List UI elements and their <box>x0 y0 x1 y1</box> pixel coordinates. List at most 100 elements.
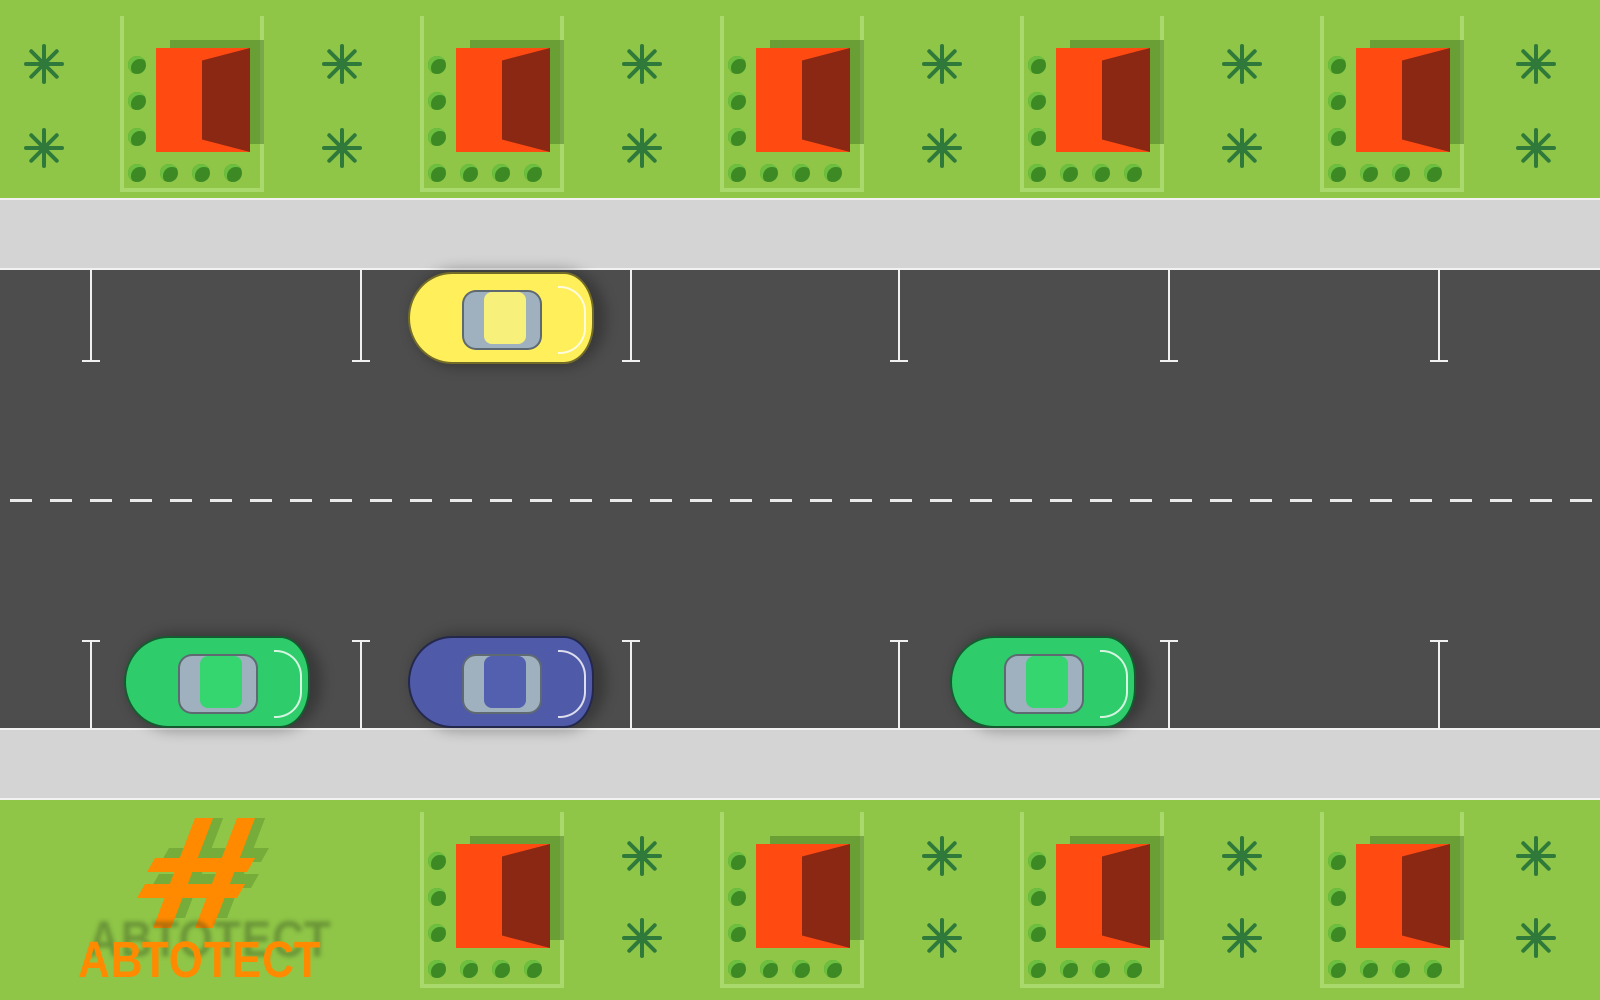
house-roof-icon <box>1056 48 1150 152</box>
bottom-sidewalk <box>0 730 1600 798</box>
center-dash <box>1330 499 1352 502</box>
roof-shade <box>1102 48 1150 152</box>
bush-icon <box>728 960 746 978</box>
center-dash <box>1530 499 1552 502</box>
parking-marker-bottom <box>90 640 92 728</box>
center-dash <box>1450 499 1472 502</box>
bush-icon <box>128 92 146 110</box>
bush-icon <box>1328 56 1346 74</box>
bush-icon <box>428 888 446 906</box>
center-dash <box>1010 499 1032 502</box>
center-dash <box>250 499 272 502</box>
green-car-2 <box>950 632 1148 732</box>
bush-icon <box>1092 960 1110 978</box>
bottom-road-edge <box>0 728 1600 730</box>
center-dash <box>370 499 392 502</box>
center-dash <box>970 499 992 502</box>
center-dash <box>490 499 512 502</box>
bush-icon <box>1328 924 1346 942</box>
center-dash <box>810 499 832 502</box>
bush-icon <box>1028 56 1046 74</box>
bush-icon <box>192 164 210 182</box>
lot-fence <box>420 16 564 192</box>
center-dash <box>210 499 232 502</box>
palm-tree-icon <box>922 44 962 84</box>
bush-icon <box>1028 128 1046 146</box>
bush-icon <box>1028 92 1046 110</box>
top-curb-line <box>0 198 1600 200</box>
house-lot <box>1320 16 1464 196</box>
center-dash <box>730 499 752 502</box>
house-roof-icon <box>1356 844 1450 948</box>
center-dash <box>1090 499 1112 502</box>
roof-shade <box>502 844 550 948</box>
bush-icon <box>728 128 746 146</box>
house-roof-icon <box>756 844 850 948</box>
house-lot <box>1020 812 1164 992</box>
roof-shade <box>1102 844 1150 948</box>
palm-tree-icon <box>24 128 64 168</box>
bush-icon <box>728 888 746 906</box>
bush-icon <box>1328 852 1346 870</box>
bush-icon <box>128 56 146 74</box>
center-dash <box>1570 499 1592 502</box>
house-lot <box>1320 812 1464 992</box>
palm-tree-icon <box>922 836 962 876</box>
palm-tree-icon <box>1222 836 1262 876</box>
roof-shade <box>802 844 850 948</box>
bush-icon <box>792 164 810 182</box>
avtotest-logo: АВТОТЕСТ <box>70 808 330 989</box>
center-dash <box>290 499 312 502</box>
bush-icon <box>728 852 746 870</box>
parking-tick-bottom <box>890 640 908 642</box>
parking-tick-top <box>890 360 908 362</box>
parking-marker-top <box>360 270 362 362</box>
bush-icon <box>428 852 446 870</box>
parking-tick-bottom <box>352 640 370 642</box>
center-dash <box>1370 499 1392 502</box>
parking-tick-bottom <box>622 640 640 642</box>
car-roof <box>200 656 242 708</box>
bottom-curb-line <box>0 798 1600 800</box>
palm-tree-icon <box>1516 44 1556 84</box>
house-lot <box>720 16 864 196</box>
bush-icon <box>1328 128 1346 146</box>
parking-tick-top <box>82 360 100 362</box>
parking-marker-top <box>630 270 632 362</box>
palm-tree-icon <box>622 836 662 876</box>
center-dash <box>50 499 72 502</box>
bush-icon <box>1124 164 1142 182</box>
roof-shade <box>802 48 850 152</box>
house-roof-icon <box>156 48 250 152</box>
bush-icon <box>1328 164 1346 182</box>
palm-tree-icon <box>622 44 662 84</box>
bush-icon <box>524 164 542 182</box>
bush-icon <box>1028 924 1046 942</box>
house-roof-icon <box>756 48 850 152</box>
lot-fence <box>1320 812 1464 988</box>
center-dash <box>1290 499 1312 502</box>
palm-tree-icon <box>622 918 662 958</box>
bush-icon <box>428 924 446 942</box>
bush-icon <box>428 128 446 146</box>
bush-icon <box>728 92 746 110</box>
parking-marker-bottom <box>360 640 362 728</box>
bush-icon <box>728 56 746 74</box>
bush-icon <box>1028 164 1046 182</box>
bush-icon <box>460 960 478 978</box>
lot-fence <box>720 16 864 192</box>
car-roof <box>484 292 526 344</box>
lot-fence <box>1020 16 1164 192</box>
palm-tree-icon <box>922 128 962 168</box>
bush-icon <box>760 960 778 978</box>
house-roof-icon <box>1056 844 1150 948</box>
house-lot <box>120 16 264 196</box>
bush-icon <box>728 924 746 942</box>
bush-icon <box>224 164 242 182</box>
bush-icon <box>128 128 146 146</box>
palm-tree-icon <box>24 44 64 84</box>
center-dash <box>610 499 632 502</box>
parking-marker-top <box>1438 270 1440 362</box>
center-dash <box>450 499 472 502</box>
house-lot <box>1020 16 1164 196</box>
